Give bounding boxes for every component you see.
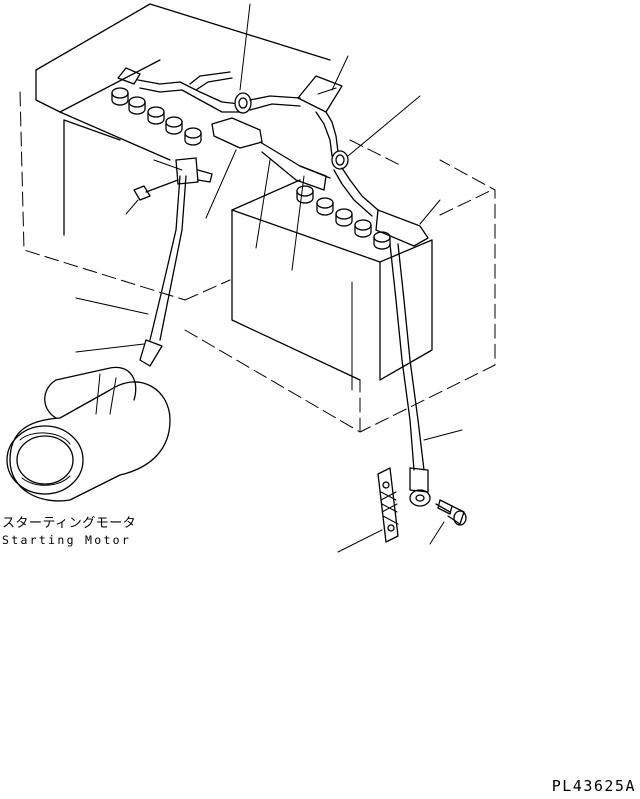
starting-motor-label-en: Starting Motor: [2, 533, 132, 547]
battery-left: [19, 3, 331, 301]
leader-lines: [75, 3, 463, 553]
ground-strap: [377, 467, 399, 543]
starting-motor-label-ja: スターティングモータ: [2, 516, 137, 531]
battery-cables: [117, 67, 431, 507]
battery-right: [184, 139, 496, 433]
ground-bolt: [435, 499, 467, 526]
starting-motor: [6, 366, 171, 502]
drawing-code: PL43625A: [551, 777, 636, 795]
